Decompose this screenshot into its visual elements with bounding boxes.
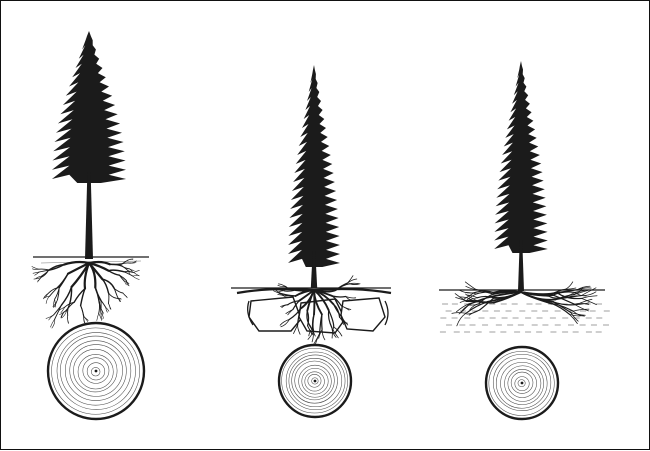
root-segment [581,292,596,296]
root-segment [81,306,84,316]
root-segment [452,313,466,314]
cross-section-pith [95,370,98,373]
root-segment [109,293,116,298]
root-segment [109,303,111,309]
root-segment [350,283,359,284]
root-segment [46,296,50,303]
root-segment [457,313,466,326]
panel-deep-soil [32,31,149,419]
root-segment [97,313,99,320]
root-segment [385,301,388,325]
tree-crown [52,31,126,183]
root-segment [134,270,140,272]
root-segment [566,282,573,290]
root-segment [315,334,320,346]
root-segment [118,297,121,302]
root-segment [578,288,592,290]
root-segment [348,276,353,283]
root-segment [59,274,68,288]
root-segment [466,286,476,289]
root-segment [109,271,120,276]
root-segment [298,325,301,334]
root-segment [285,296,296,297]
root-segment [332,296,346,297]
root-segment [133,276,139,279]
tree-crown [494,61,548,253]
panel-rocky-soil [231,65,391,417]
panel-wet-soil [439,61,610,419]
rock [341,298,385,331]
cross-section-pith [521,382,524,385]
cross-section-pith [314,380,317,383]
root-segment [39,269,50,270]
root-segment [278,291,284,293]
root-segment [123,293,128,298]
tree-crown [288,65,340,267]
tree-trunk [85,171,93,259]
root-segment [101,301,106,308]
